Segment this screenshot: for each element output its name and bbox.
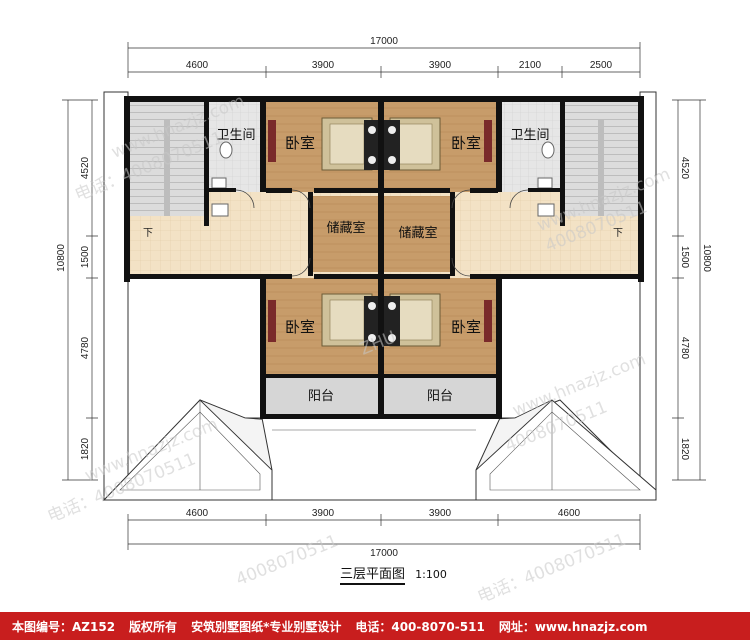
dimension-labels: 17000 4600 3900 3900 2100 2500 4600 3900… bbox=[56, 36, 712, 559]
footer-copyright: 版权所有 bbox=[129, 619, 178, 634]
watermark-number-6: 4008070511 bbox=[233, 531, 341, 590]
label-bedroom-bottom-right: 卧室 bbox=[451, 318, 481, 336]
walls bbox=[124, 96, 644, 419]
dim-left-seg-4: 1820 bbox=[80, 437, 91, 460]
label-bedroom-top-right: 卧室 bbox=[451, 134, 481, 152]
label-right-bathroom: 卫生间 bbox=[510, 128, 549, 143]
dim-bottom-seg-1: 4600 bbox=[186, 508, 209, 519]
dim-left-total: 10800 bbox=[56, 244, 67, 272]
dim-left-seg-1: 4520 bbox=[80, 156, 91, 179]
dim-right-seg-3: 4780 bbox=[679, 337, 690, 360]
dim-top-seg-5: 2500 bbox=[590, 60, 613, 71]
dim-left-seg-2: 1500 bbox=[80, 245, 91, 268]
dim-right-total: 10800 bbox=[701, 244, 712, 272]
doors bbox=[235, 189, 529, 277]
footer-website: 网址：www.hnazjz.com bbox=[498, 619, 648, 634]
label-balcony-left: 阳台 bbox=[308, 389, 334, 404]
dim-bottom-seg-3: 3900 bbox=[429, 508, 452, 519]
footer-phone: 电话：400-8070-511 bbox=[355, 619, 485, 634]
dim-right-seg-4: 1820 bbox=[679, 438, 690, 461]
label-bedroom-top-left: 卧室 bbox=[285, 134, 315, 152]
dim-top-total: 17000 bbox=[370, 36, 398, 47]
dim-top-seg-4: 2100 bbox=[519, 60, 542, 71]
label-stair-down-right: 下 bbox=[613, 228, 623, 239]
dim-top-seg-2: 3900 bbox=[312, 60, 335, 71]
drawing-title-scale: 1:100 bbox=[415, 568, 447, 581]
label-stair-down-left: 下 bbox=[143, 228, 153, 239]
drawing-title: 三层平面图 1:100 bbox=[340, 563, 447, 585]
watermark-phone-2: 电话： bbox=[45, 489, 100, 527]
footer-slogan: 安筑别墅图纸*专业别墅设计 bbox=[191, 619, 342, 634]
label-bedroom-bottom-left: 卧室 bbox=[285, 318, 315, 336]
dim-bottom-total: 17000 bbox=[370, 548, 398, 559]
roof bbox=[102, 91, 657, 502]
label-storage-right: 储藏室 bbox=[398, 225, 437, 241]
left-bathroom-floor bbox=[206, 100, 264, 192]
label-left-bathroom: 卫生间 bbox=[216, 128, 255, 143]
footer-bar: 本图编号：AZ152 版权所有 安筑别墅图纸*专业别墅设计 电话：400-807… bbox=[0, 612, 750, 640]
dim-bottom-seg-2: 3900 bbox=[312, 508, 335, 519]
dim-right-seg-1: 4520 bbox=[679, 157, 690, 180]
watermark-phone-3: 电话： bbox=[475, 570, 530, 608]
dim-top-seg-3: 3900 bbox=[429, 60, 452, 71]
watermark-number-5: 4008070511 bbox=[521, 530, 629, 589]
dim-top-seg-1: 4600 bbox=[186, 60, 209, 71]
dim-bottom-seg-4: 4600 bbox=[558, 508, 581, 519]
room-labels: 卫生间 卫生间 卧室 卧室 卧室 卧室 储藏室 储藏室 阳台 阳台 下 下 bbox=[143, 128, 623, 404]
label-storage-left: 储藏室 bbox=[326, 220, 365, 236]
floor-plan: 17000 4600 3900 3900 2100 2500 4600 3900… bbox=[45, 36, 712, 608]
dimension-lines bbox=[62, 42, 706, 550]
drawing-title-name: 三层平面图 bbox=[340, 567, 406, 585]
footer-drawing-no: 本图编号：AZ152 bbox=[12, 619, 116, 634]
label-balcony-right: 阳台 bbox=[427, 389, 453, 404]
dim-left-seg-3: 4780 bbox=[80, 336, 91, 359]
dim-right-seg-2: 1500 bbox=[679, 246, 690, 269]
